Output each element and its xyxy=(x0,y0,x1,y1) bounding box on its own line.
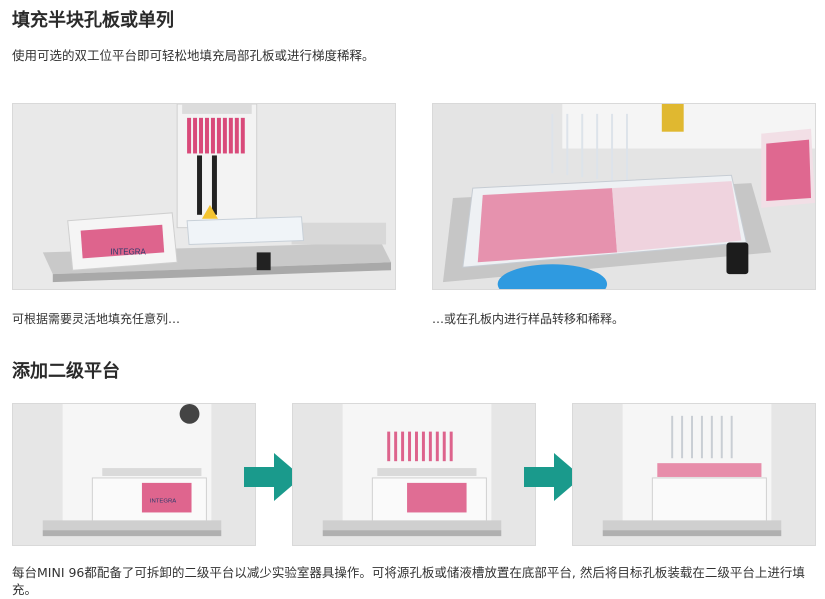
secondary-brand-label: INTEGRA xyxy=(150,499,176,505)
section-intro: 使用可选的双工位平台即可轻松地填充局部孔板或进行梯度稀释。 xyxy=(12,48,375,63)
arrow-right-icon xyxy=(524,453,582,501)
section-title-secondary-deck: 添加二级平台 xyxy=(12,361,120,382)
photo-plate-dilution xyxy=(432,103,816,290)
caption-right: …或在孔板内进行样品转移和稀释。 xyxy=(432,312,625,326)
photo-step-1-secondary-deck: INTEGRA xyxy=(12,403,256,546)
section-title-fill-half-plate: 填充半块孔板或单列 xyxy=(12,10,174,31)
caption-left: 可根据需要灵活地填充任意列… xyxy=(12,312,181,326)
arrow-right-icon xyxy=(244,453,302,501)
photo-dual-deck-pipetting: INTEGRA xyxy=(12,103,396,290)
secondary-deck-description: 每台MINI 96都配备了可拆卸的二级平台以减少实验室器具操作。可将源孔板或储液… xyxy=(12,565,805,597)
reservoir-brand-label: INTEGRA xyxy=(110,247,146,256)
photo-step-3-dispense xyxy=(572,403,816,546)
photo-step-2-aspirate xyxy=(292,403,536,546)
